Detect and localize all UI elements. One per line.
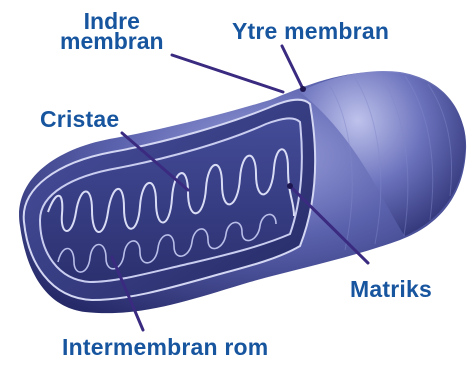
label-outer-membrane: Ytre membran <box>232 20 389 43</box>
leader-inner-membrane <box>172 55 283 92</box>
label-cristae: Cristae <box>40 108 119 131</box>
label-inner-membrane-line2: membran <box>60 31 164 51</box>
label-intermembrane-space: Intermembran rom <box>62 336 268 359</box>
leader-dot-outer <box>300 86 306 92</box>
label-inner-membrane: Indre membran <box>60 11 164 51</box>
label-matrix: Matriks <box>350 278 432 301</box>
leader-outer-membrane <box>282 46 303 89</box>
leader-dot-matrix <box>287 183 293 189</box>
